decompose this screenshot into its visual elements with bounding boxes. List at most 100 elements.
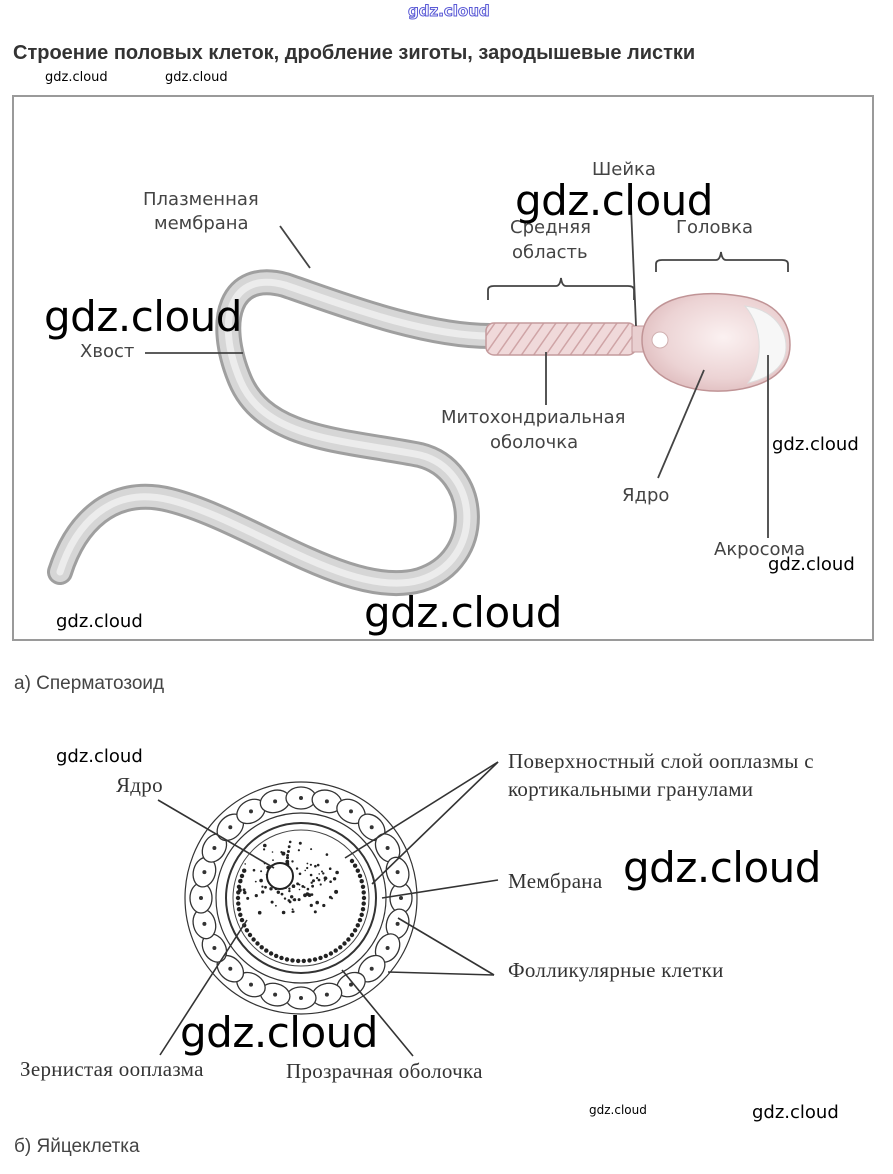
ooplasm-granule bbox=[291, 884, 296, 888]
ooplasm-granule bbox=[325, 877, 328, 880]
ooplasm-granule bbox=[334, 889, 339, 894]
ooplasm-granule bbox=[291, 908, 294, 911]
ooplasm-granule bbox=[325, 853, 329, 856]
ooplasm-granule bbox=[290, 895, 294, 899]
ooplasm-granule bbox=[261, 885, 264, 888]
ooplasm-granule bbox=[280, 892, 284, 896]
ooplasm-granule bbox=[303, 886, 306, 889]
cortical-granule bbox=[360, 907, 366, 912]
label-acrosome: Акросома bbox=[714, 539, 806, 560]
ooplasm-granule bbox=[306, 862, 309, 865]
ooplasm-granule bbox=[328, 867, 332, 870]
ooplasm-granule bbox=[309, 873, 313, 877]
ooplasm-granule bbox=[293, 898, 297, 902]
ooplasm-granule bbox=[271, 851, 274, 853]
cortical-granule bbox=[242, 868, 247, 873]
ooplasm-granule bbox=[276, 890, 280, 894]
ooplasm-granule bbox=[309, 903, 313, 908]
ooplasm-granule bbox=[297, 898, 301, 902]
follicular-cell-nucleus bbox=[273, 799, 278, 804]
follicular-cell-nucleus bbox=[299, 996, 303, 1000]
sperm-figure-frame bbox=[12, 95, 874, 641]
label-membrane: Мембрана bbox=[508, 869, 603, 893]
follicular-cell-nucleus bbox=[399, 896, 403, 900]
ooplasm-granule bbox=[298, 841, 302, 845]
cortical-granule bbox=[333, 948, 338, 953]
cortical-granule bbox=[239, 873, 245, 879]
ooplasm-granule bbox=[310, 893, 314, 896]
follicular-cell-nucleus bbox=[228, 966, 233, 971]
label-surface-layer: Поверхностный слой ооплазмы с bbox=[508, 749, 814, 773]
cortical-granule bbox=[307, 958, 312, 963]
label-neck: Шейка bbox=[592, 159, 656, 180]
cortical-granule bbox=[355, 923, 360, 928]
ooplasm-granule bbox=[281, 910, 286, 915]
ooplasm-granule bbox=[295, 867, 299, 870]
ooplasm-granule bbox=[246, 896, 250, 900]
ooplasm-granule bbox=[297, 849, 300, 852]
follicular-cell-nucleus bbox=[395, 921, 400, 926]
cortical-granule bbox=[361, 895, 367, 901]
ooplasm-granule bbox=[321, 870, 323, 873]
cortical-granule bbox=[349, 858, 355, 864]
cortical-granule bbox=[235, 895, 241, 901]
ooplasm-granule bbox=[259, 878, 263, 883]
cortical-granule bbox=[359, 879, 364, 884]
watermark-small: gdz.cloud bbox=[589, 1103, 647, 1117]
follicular-cell-nucleus bbox=[324, 799, 329, 804]
ooplasm-granule bbox=[285, 859, 290, 864]
ooplasm-granule bbox=[261, 890, 265, 894]
follicular-cell-nucleus bbox=[249, 809, 253, 814]
ooplasm-granule bbox=[272, 859, 274, 861]
follicular-cell-nucleus bbox=[324, 992, 329, 997]
follicular-cell-nucleus bbox=[385, 946, 390, 950]
follicular-cell-nucleus bbox=[349, 982, 353, 987]
follicular-cell-nucleus bbox=[199, 896, 203, 900]
ooplasm-granule bbox=[319, 883, 322, 886]
watermark-medium: gdz.cloud bbox=[768, 554, 855, 575]
cortical-granule bbox=[279, 955, 284, 961]
follicular-cell-nucleus bbox=[369, 825, 374, 830]
cortical-granule bbox=[251, 937, 256, 942]
ooplasm-granule bbox=[316, 863, 320, 867]
ooplasm-granule bbox=[313, 910, 317, 914]
ooplasm-granule bbox=[257, 910, 262, 915]
ooplasm-granule bbox=[322, 903, 326, 908]
cortical-granule bbox=[244, 928, 250, 933]
ooplasm-granule bbox=[288, 840, 292, 844]
watermark-big: gdz.cloud bbox=[364, 588, 562, 637]
ooplasm-granule bbox=[311, 884, 314, 888]
follicular-cell-nucleus bbox=[349, 809, 353, 814]
ooplasm-granule bbox=[304, 869, 307, 872]
ooplasm-granule bbox=[316, 876, 319, 880]
ooplasm-granule bbox=[263, 843, 267, 848]
cortical-granule bbox=[236, 901, 241, 906]
watermark-big: gdz.cloud bbox=[180, 1008, 378, 1057]
ooplasm-granule bbox=[287, 899, 291, 902]
cortical-granule bbox=[268, 951, 274, 956]
cortical-granule bbox=[312, 957, 318, 962]
cortical-granule bbox=[318, 955, 323, 961]
label-granular-ooplasm: Зернистая ооплазма bbox=[20, 1057, 204, 1081]
cortical-granule bbox=[361, 890, 366, 895]
cortical-granule bbox=[255, 941, 260, 946]
ooplasm-granule bbox=[332, 877, 337, 881]
label-middle: Средняя bbox=[510, 217, 591, 238]
ooplasm-granule bbox=[288, 887, 291, 890]
cortical-granule bbox=[352, 928, 358, 933]
ooplasm-granule bbox=[239, 878, 243, 882]
ooplasm-granule bbox=[254, 880, 257, 883]
cortical-granule bbox=[338, 945, 343, 950]
ooplasm-granule bbox=[287, 845, 291, 849]
follicular-cell-nucleus bbox=[212, 946, 217, 950]
follicular-cell-nucleus bbox=[395, 870, 400, 875]
ooplasm-granule bbox=[335, 870, 339, 875]
ooplasm-granule bbox=[314, 864, 317, 868]
ooplasm-granule bbox=[298, 888, 301, 891]
watermark-medium: gdz.cloud bbox=[752, 1102, 839, 1123]
cortical-granule bbox=[328, 951, 334, 956]
ooplasm-granule bbox=[298, 883, 301, 886]
caption-egg: б) Яйцеклетка bbox=[14, 1136, 140, 1157]
ooplasm-granule bbox=[329, 880, 332, 883]
